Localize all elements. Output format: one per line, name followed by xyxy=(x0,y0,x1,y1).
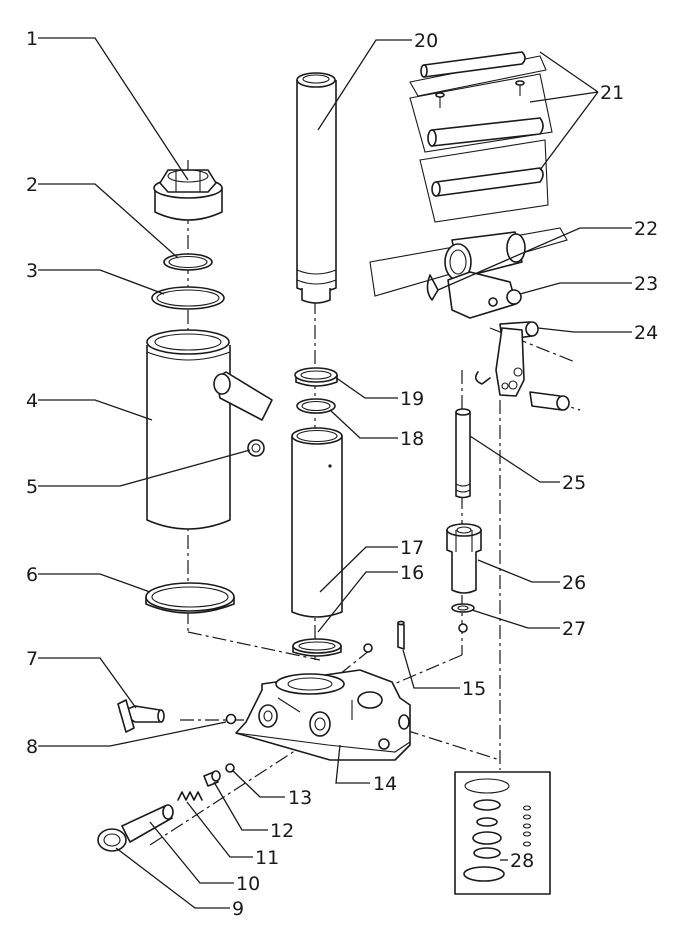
part-26-pump-body xyxy=(446,523,482,594)
callout-18: 18 xyxy=(400,428,424,450)
part-7-release-valve xyxy=(117,699,165,733)
kit-small-orings xyxy=(522,805,532,847)
callout-10: 10 xyxy=(236,873,260,895)
callout-19: 19 xyxy=(400,388,424,410)
part-25-plunger xyxy=(455,408,471,499)
callout-17: 17 xyxy=(400,537,424,559)
callout-21: 21 xyxy=(600,82,624,104)
callout-6: 6 xyxy=(26,564,38,586)
part-4-reservoir-cylinder xyxy=(146,329,273,530)
part-28-seal-kit xyxy=(454,771,551,895)
callout-20: 20 xyxy=(414,30,438,52)
callout-15: 15 xyxy=(462,678,486,700)
part-14-base xyxy=(235,669,411,761)
callout-1: 1 xyxy=(26,28,38,50)
callout-13: 13 xyxy=(288,787,312,809)
callout-3: 3 xyxy=(26,260,38,282)
callout-27: 27 xyxy=(562,618,586,640)
callout-25: 25 xyxy=(562,472,586,494)
part-12-valve-seat xyxy=(203,770,221,787)
callout-16: 16 xyxy=(400,562,424,584)
callout-11: 11 xyxy=(255,847,279,869)
callout-14: 14 xyxy=(373,773,397,795)
callout-8: 8 xyxy=(26,736,38,758)
part-20-ram xyxy=(296,72,337,304)
part-16-ring xyxy=(292,638,342,657)
part-11-spring xyxy=(177,791,203,801)
part-23-link-plate xyxy=(474,327,525,397)
callout-9: 9 xyxy=(232,898,244,920)
part-22-lever-socket xyxy=(369,227,568,319)
part-2-ring xyxy=(163,253,213,271)
callout-23: 23 xyxy=(634,273,658,295)
part-9-knob xyxy=(97,828,127,852)
part-10-release-screw xyxy=(121,804,174,843)
callout-26: 26 xyxy=(562,572,586,594)
part-5-oil-plug xyxy=(247,439,265,457)
callout-24: 24 xyxy=(634,322,658,344)
leader-lines xyxy=(38,37,632,909)
callout-22: 22 xyxy=(634,218,658,240)
part-6-large-ring xyxy=(145,582,235,614)
part-1-top-nut xyxy=(153,169,223,221)
part-15-pin xyxy=(397,620,405,650)
callout-labels: 1 2 3 4 5 6 7 8 9 10 11 12 13 14 15 16 1… xyxy=(26,28,658,920)
callout-2: 2 xyxy=(26,174,38,196)
part-21-handle-pins xyxy=(409,51,553,223)
callout-4: 4 xyxy=(26,390,38,412)
callout-5: 5 xyxy=(26,476,38,498)
callout-12: 12 xyxy=(270,820,294,842)
part-19-packing-ring xyxy=(294,367,338,387)
part-27-washer xyxy=(451,603,475,613)
part-3-seal-ring xyxy=(151,286,225,310)
callout-7: 7 xyxy=(26,648,38,670)
callout-28: 28 xyxy=(510,850,534,872)
part-17-inner-cylinder xyxy=(291,427,343,618)
part-18-o-ring xyxy=(296,398,336,414)
small-balls xyxy=(225,623,468,773)
